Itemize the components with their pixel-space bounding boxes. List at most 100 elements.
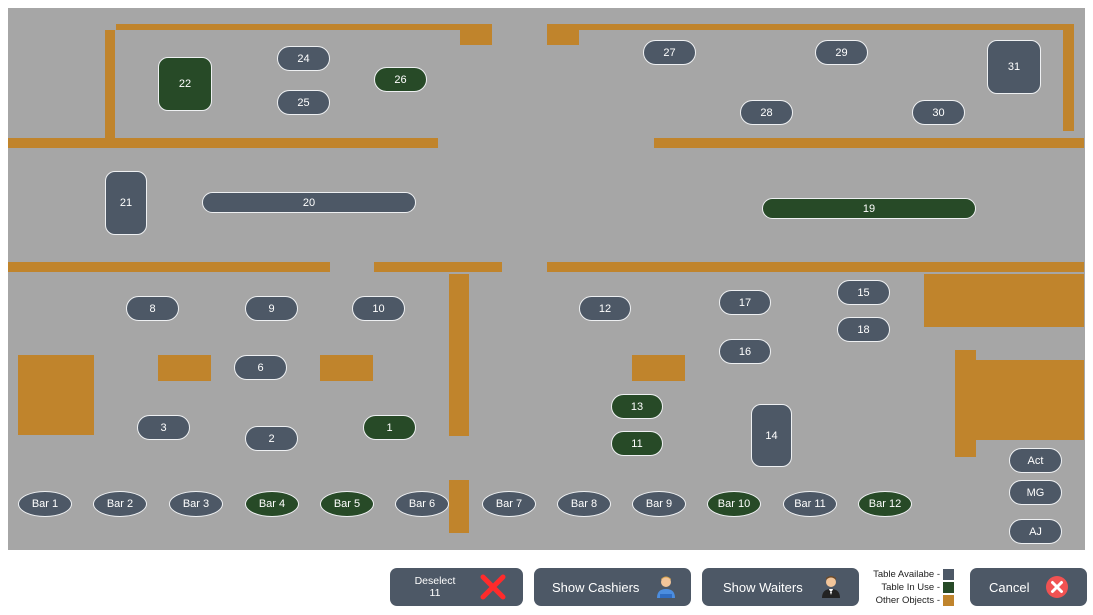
cashier-person-icon xyxy=(657,576,676,598)
legend-available-label: Table Availabe - xyxy=(873,569,940,580)
wall-object xyxy=(320,355,373,381)
wall-object xyxy=(374,262,502,272)
table-2[interactable]: 2 xyxy=(245,426,298,451)
bar-seat-bar-8[interactable]: Bar 8 xyxy=(557,491,611,517)
table-label: Bar 2 xyxy=(106,498,134,510)
table-24[interactable]: 24 xyxy=(277,46,330,71)
table-label: 31 xyxy=(1007,61,1021,73)
table-act[interactable]: Act xyxy=(1009,448,1062,473)
table-label: 30 xyxy=(932,106,945,119)
table-1[interactable]: 1 xyxy=(363,415,416,440)
wall-object xyxy=(547,24,1074,30)
table-31[interactable]: 31 xyxy=(987,40,1041,94)
deselect-button[interactable]: Deselect 11 xyxy=(390,568,523,606)
table-13[interactable]: 13 xyxy=(611,394,663,419)
table-label: 10 xyxy=(372,302,385,315)
table-label: Bar 3 xyxy=(182,498,210,510)
table-30[interactable]: 30 xyxy=(912,100,965,125)
table-label: 27 xyxy=(663,46,676,59)
table-label: Bar 11 xyxy=(794,498,826,510)
cancel-label: Cancel xyxy=(989,579,1030,595)
table-20[interactable]: 20 xyxy=(202,192,416,213)
table-14[interactable]: 14 xyxy=(751,404,792,467)
bar-seat-bar-11[interactable]: Bar 11 xyxy=(783,491,837,517)
legend-available-swatch xyxy=(943,569,954,580)
table-label: AJ xyxy=(1029,525,1042,538)
table-12[interactable]: 12 xyxy=(579,296,631,321)
table-22[interactable]: 22 xyxy=(158,57,212,111)
table-aj[interactable]: AJ xyxy=(1009,519,1062,544)
table-label: Bar 1 xyxy=(31,498,59,510)
table-label: Bar 5 xyxy=(333,498,361,510)
table-label: 20 xyxy=(302,196,316,209)
wall-object xyxy=(654,138,1084,148)
table-mg[interactable]: MG xyxy=(1009,480,1062,505)
table-19[interactable]: 19 xyxy=(762,198,976,219)
table-6[interactable]: 6 xyxy=(234,355,287,380)
show-waiters-button[interactable]: Show Waiters xyxy=(702,568,859,606)
table-label: 16 xyxy=(738,345,752,358)
table-label: 24 xyxy=(297,52,310,65)
table-8[interactable]: 8 xyxy=(126,296,179,321)
bar-seat-bar-10[interactable]: Bar 10 xyxy=(707,491,761,517)
table-17[interactable]: 17 xyxy=(719,290,771,315)
legend-in-use: Table In Use - xyxy=(868,581,956,594)
wall-object xyxy=(449,480,469,533)
wall-object xyxy=(547,262,1084,272)
wall-object xyxy=(632,355,685,381)
table-label: 2 xyxy=(268,432,275,445)
cancel-button[interactable]: Cancel xyxy=(970,568,1087,606)
table-9[interactable]: 9 xyxy=(245,296,298,321)
deselect-label: Deselect xyxy=(414,575,456,587)
wall-object xyxy=(955,350,976,457)
table-25[interactable]: 25 xyxy=(277,90,330,115)
show-cashiers-label: Show Cashiers xyxy=(552,579,640,595)
table-26[interactable]: 26 xyxy=(374,67,427,92)
table-label: Bar 9 xyxy=(645,498,673,510)
table-3[interactable]: 3 xyxy=(137,415,190,440)
table-label: Bar 8 xyxy=(570,498,598,510)
table-label: Bar 12 xyxy=(868,498,902,510)
wall-object xyxy=(116,24,492,30)
wall-object xyxy=(449,274,469,436)
table-label: 18 xyxy=(857,323,870,336)
table-11[interactable]: 11 xyxy=(611,431,663,456)
bar-seat-bar-5[interactable]: Bar 5 xyxy=(320,491,374,517)
table-15[interactable]: 15 xyxy=(837,280,890,305)
table-label: MG xyxy=(1026,486,1045,499)
table-label: 17 xyxy=(738,296,752,309)
table-label: 21 xyxy=(119,197,133,209)
bar-seat-bar-9[interactable]: Bar 9 xyxy=(632,491,686,517)
table-10[interactable]: 10 xyxy=(352,296,405,321)
table-28[interactable]: 28 xyxy=(740,100,793,125)
bar-seat-bar-7[interactable]: Bar 7 xyxy=(482,491,536,517)
bar-seat-bar-6[interactable]: Bar 6 xyxy=(395,491,449,517)
bar-seat-bar-1[interactable]: Bar 1 xyxy=(18,491,72,517)
wall-object xyxy=(547,24,579,45)
bar-seat-bar-3[interactable]: Bar 3 xyxy=(169,491,223,517)
legend-other: Other Objects - xyxy=(868,594,956,607)
table-label: 6 xyxy=(257,361,264,374)
wall-object xyxy=(460,24,492,45)
table-29[interactable]: 29 xyxy=(815,40,868,65)
table-label: Bar 10 xyxy=(717,498,751,510)
table-label: Bar 7 xyxy=(495,498,523,510)
table-27[interactable]: 27 xyxy=(643,40,696,65)
deselect-value: 11 xyxy=(429,587,441,599)
show-cashiers-button[interactable]: Show Cashiers xyxy=(534,568,691,606)
red-x-icon xyxy=(480,574,506,600)
show-waiters-label: Show Waiters xyxy=(723,579,803,595)
legend-in-use-swatch xyxy=(943,582,954,593)
table-label: 29 xyxy=(835,46,848,59)
bar-seat-bar-2[interactable]: Bar 2 xyxy=(93,491,147,517)
table-label: 11 xyxy=(631,437,643,450)
table-label: 26 xyxy=(394,73,407,86)
table-label: 22 xyxy=(178,78,192,90)
table-16[interactable]: 16 xyxy=(719,339,771,364)
bar-seat-bar-12[interactable]: Bar 12 xyxy=(858,491,912,517)
legend-available: Table Availabe - xyxy=(868,568,956,581)
table-label: 12 xyxy=(598,302,612,315)
table-21[interactable]: 21 xyxy=(105,171,147,235)
bar-seat-bar-4[interactable]: Bar 4 xyxy=(245,491,299,517)
table-18[interactable]: 18 xyxy=(837,317,890,342)
